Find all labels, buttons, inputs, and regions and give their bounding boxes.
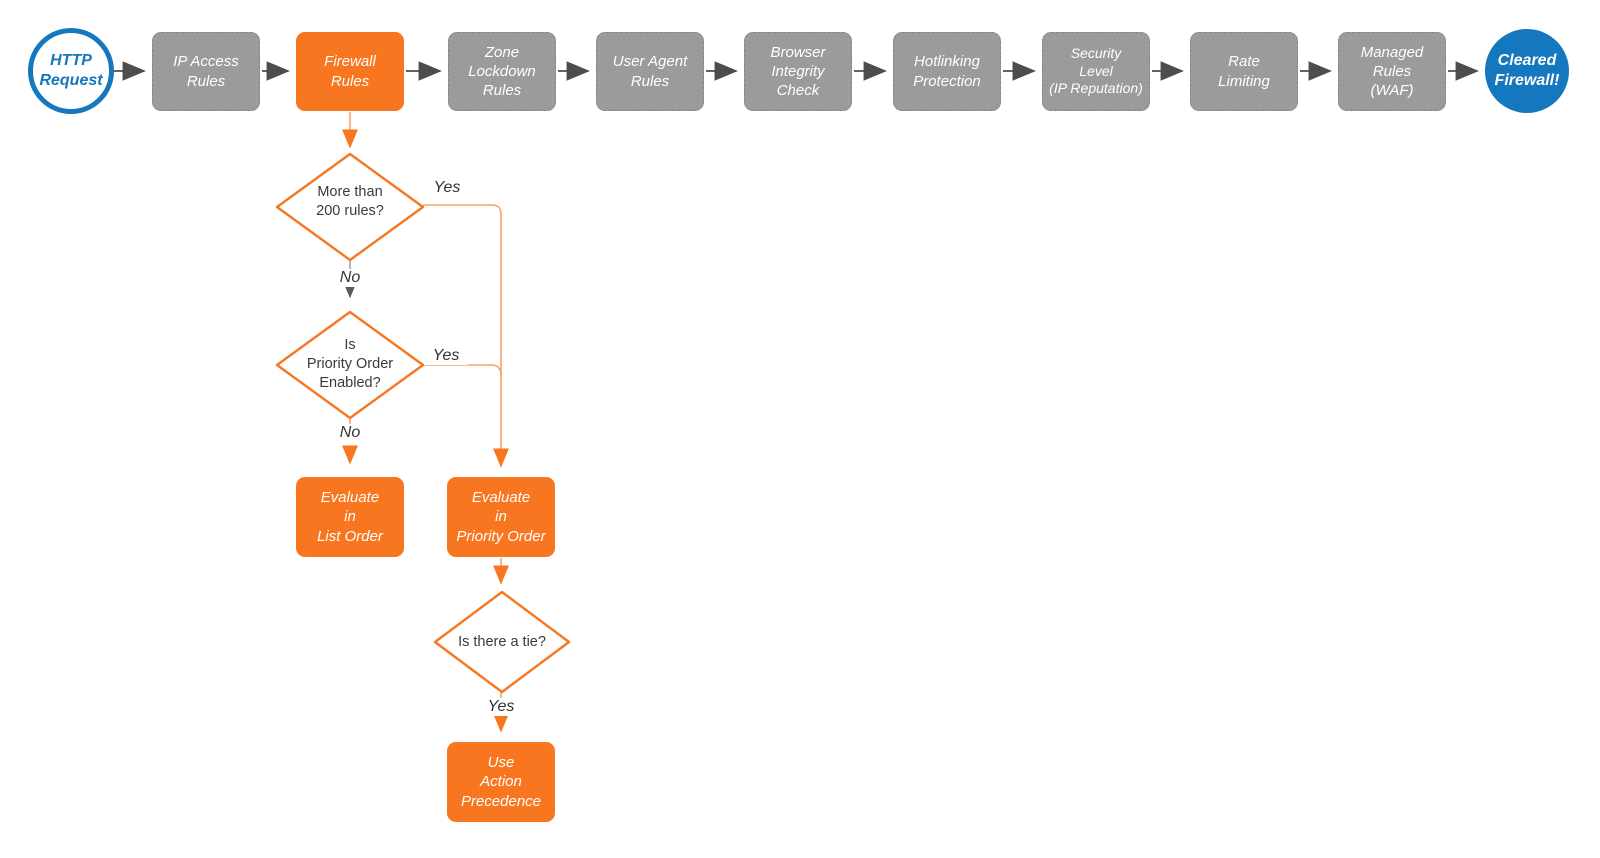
edge-label-yes-tie: Yes: [479, 698, 523, 716]
node-rate-limiting-label: Rate Limiting: [1218, 53, 1270, 90]
node-firewall-rules: Firewall Rules: [296, 32, 404, 111]
node-evaluate-priority-order-label: Evaluate in Priority Order: [456, 489, 546, 545]
decision-tie-shape: [433, 590, 571, 694]
node-zone-lockdown-rules: Zone Lockdown Rules: [448, 32, 556, 111]
node-rate-limiting: Rate Limiting: [1190, 32, 1298, 111]
edge-label-yes-priority: Yes: [424, 347, 468, 365]
node-ip-access-rules-label: IP Access Rules: [173, 53, 239, 90]
node-ip-access-rules: IP Access Rules: [152, 32, 260, 111]
decision-rules-count-shape: [275, 152, 425, 262]
edge-label-yes-rules: Yes: [433, 179, 461, 196]
node-hotlinking-protection: Hotlinking Protection: [893, 32, 1001, 111]
node-use-action-precedence-label: Use Action Precedence: [460, 754, 542, 810]
node-evaluate-list-order: Evaluate in List Order: [296, 477, 404, 557]
node-use-action-precedence: Use Action Precedence: [447, 742, 555, 822]
decision-priority-order-shape: [275, 310, 425, 420]
node-cleared-firewall: Cleared Firewall!: [1485, 29, 1569, 113]
node-managed-rules-waf: Managed Rules (WAF): [1338, 32, 1446, 111]
node-zone-lockdown-rules-label: Zone Lockdown Rules: [468, 43, 536, 100]
edge-yes-priority-join: [423, 364, 502, 376]
node-user-agent-rules: User Agent Rules: [596, 32, 704, 111]
node-hotlinking-protection-label: Hotlinking Protection: [913, 53, 981, 90]
node-evaluate-list-order-label: Evaluate in List Order: [317, 489, 383, 545]
decision-rules-count-label: More than 200 rules?: [316, 184, 384, 219]
node-http-request-label: HTTP Request: [39, 51, 103, 89]
node-http-request: HTTP Request: [28, 28, 114, 114]
decision-priority-order-label: Is Priority Order Enabled?: [306, 337, 394, 391]
edge-yes-to-evaluate-priority-order: [423, 204, 509, 468]
node-browser-integrity-check-label: Browser Integrity Check: [770, 43, 826, 100]
node-managed-rules-waf-label: Managed Rules (WAF): [1360, 43, 1424, 100]
node-firewall-rules-label: Firewall Rules: [324, 53, 376, 90]
node-security-level-label: Security Level (IP Reputation): [1049, 44, 1143, 97]
node-security-level: Security Level (IP Reputation): [1042, 32, 1150, 111]
node-cleared-firewall-label: Cleared Firewall!: [1494, 51, 1560, 89]
node-evaluate-priority-order: Evaluate in Priority Order: [447, 477, 555, 557]
node-browser-integrity-check: Browser Integrity Check: [744, 32, 852, 111]
decision-tie-label: Is there a tie?: [458, 634, 546, 650]
node-user-agent-rules-label: User Agent Rules: [612, 53, 688, 90]
edge-label-no-rules: No: [328, 269, 372, 287]
edge-label-no-priority: No: [328, 424, 372, 442]
